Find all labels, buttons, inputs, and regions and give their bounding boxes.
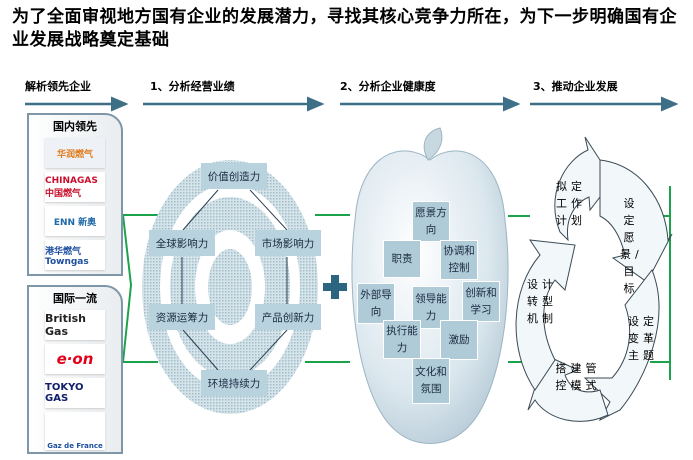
logo-british-gas: British Gas — [45, 310, 105, 340]
logo-towngas: 港华燃气 Towngas — [45, 240, 105, 270]
health-responsibility: 职责 — [383, 240, 421, 278]
step-label-health: 2、分析企业健康度 — [340, 80, 436, 93]
health-motivation: 激励 — [440, 320, 478, 360]
metric-global-influence: 全球影响力 — [149, 230, 215, 256]
domestic-leaders-panel: 国内领先 华润燃气 CHINAGAS 中国燃气 ENN 新奥 港华燃气 Town… — [27, 113, 123, 276]
metric-environmental-sustainability: 环境持续力 — [201, 370, 267, 396]
logo-enn: ENN 新奥 — [45, 206, 105, 236]
cycle-step-governance-model: 搭建管控模式 — [555, 362, 601, 392]
logo-china-gas: CHINAGAS 中国燃气 — [45, 172, 105, 202]
metric-market-influence: 市场影响力 — [255, 230, 321, 256]
health-execution: 执行能力 — [383, 320, 421, 359]
logo-gaz-de-france: Gaz de France — [45, 412, 105, 450]
step-label-development: 3、推动企业发展 — [533, 80, 618, 93]
cycle-step-vision-goals: 设定愿景/目标 — [620, 197, 643, 295]
step-label-performance: 1、分析经营业绩 — [150, 80, 235, 93]
health-vision: 愿景方向 — [412, 201, 450, 242]
cycle-arrows — [515, 136, 673, 422]
logo-eon: e·on — [45, 344, 105, 374]
logo-china-resources-gas: 华润燃气 — [45, 138, 105, 168]
panel-heading: 国际一流 — [53, 292, 97, 305]
international-leaders-panel: 国际一流 British Gas e·on TOKYO GAS Gaz de F… — [27, 285, 123, 454]
health-innovation-learning: 创新和学习 — [462, 281, 500, 322]
step-label-leaders: 解析领先企业 — [25, 80, 91, 93]
health-culture: 文化和氛围 — [412, 358, 450, 404]
metric-resource-allocation: 资源运筹力 — [149, 304, 215, 330]
metric-value-creation: 价值创造力 — [201, 163, 267, 189]
cycle-step-work-plan: 拟定工作计划 — [556, 180, 586, 227]
plus-icon — [323, 275, 347, 299]
cycle-step-transformation-mechanism: 设计转型机制 — [527, 278, 557, 325]
metric-product-innovation: 产品创新力 — [255, 304, 321, 330]
page-title: 为了全面审视地方国有企业的发展潜力，寻找其核心竞争力所在，为下一步明确国有企业发… — [12, 7, 677, 50]
health-coordination: 协调和控制 — [440, 240, 478, 280]
logo-tokyo-gas: TOKYO GAS — [45, 378, 105, 408]
cycle-step-change-themes: 设定变革主题 — [628, 315, 658, 362]
panel-heading: 国内领先 — [53, 120, 97, 133]
health-external-orientation: 外部导向 — [357, 283, 395, 324]
